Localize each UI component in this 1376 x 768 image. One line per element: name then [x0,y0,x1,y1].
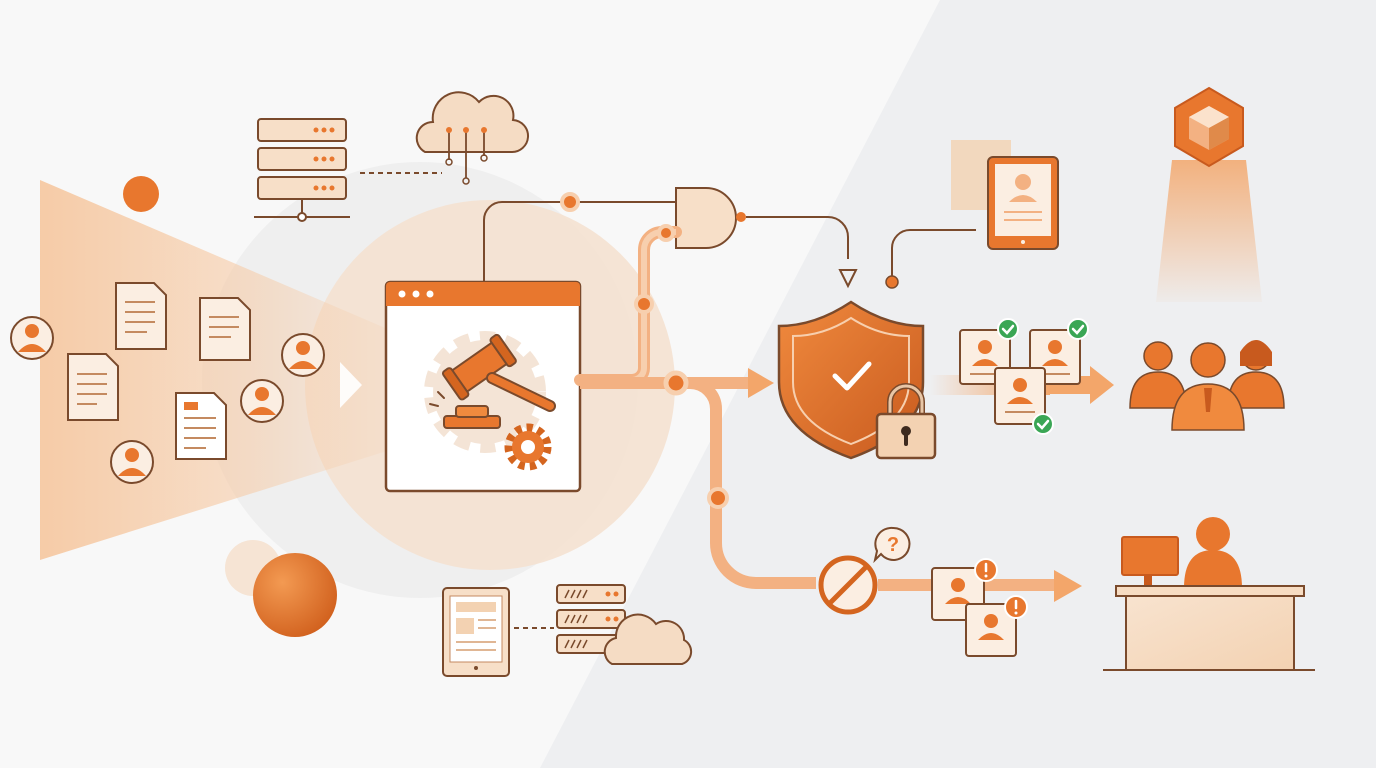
decorative-orb [123,176,159,212]
flow-arrow-icon [1054,570,1082,602]
flow-arrow-icon [748,368,774,398]
gear-icon [504,423,552,471]
flow-node [707,487,729,509]
document-icon [67,353,119,421]
flagged-profile-icon [965,595,1028,657]
logic-gate-icon [675,187,858,289]
flow-node [885,275,899,289]
flow-pipe-rejected [689,377,816,589]
flow-node [663,370,689,396]
padlock-icon [875,383,937,460]
flow-node [657,224,675,242]
desk-worker-icon [1103,517,1315,671]
gavel-icon [429,333,556,429]
cloud-icon [603,613,693,665]
light-beam [1156,160,1262,302]
flow-arrow-icon [1090,366,1114,404]
user-icon [10,316,54,360]
hexagon-cube-icon [1174,86,1244,168]
server-rack-icon [254,118,350,222]
user-icon [281,333,325,377]
user-group-icon [1129,340,1285,431]
funnel-arrow-icon [340,362,362,408]
connector-line [483,201,680,282]
flow-node [634,294,654,314]
user-icon [110,440,154,484]
connector-line [891,229,976,276]
decorative-orb-large [253,553,337,637]
svg-text:?: ? [887,534,899,556]
question-icon: ? [873,526,911,564]
document-icon [115,282,167,350]
document-icon [175,392,227,460]
server-rack-icon [556,584,626,654]
user-icon [240,379,284,423]
approved-profile-icon [994,367,1054,435]
prohibited-icon [818,555,878,615]
flow-node [560,192,580,212]
document-icon [199,297,251,361]
tablet-icon [442,587,510,677]
flagged-profile-icon [931,558,998,621]
profile-tablet-icon [987,156,1059,250]
cloud-icon [415,91,529,185]
